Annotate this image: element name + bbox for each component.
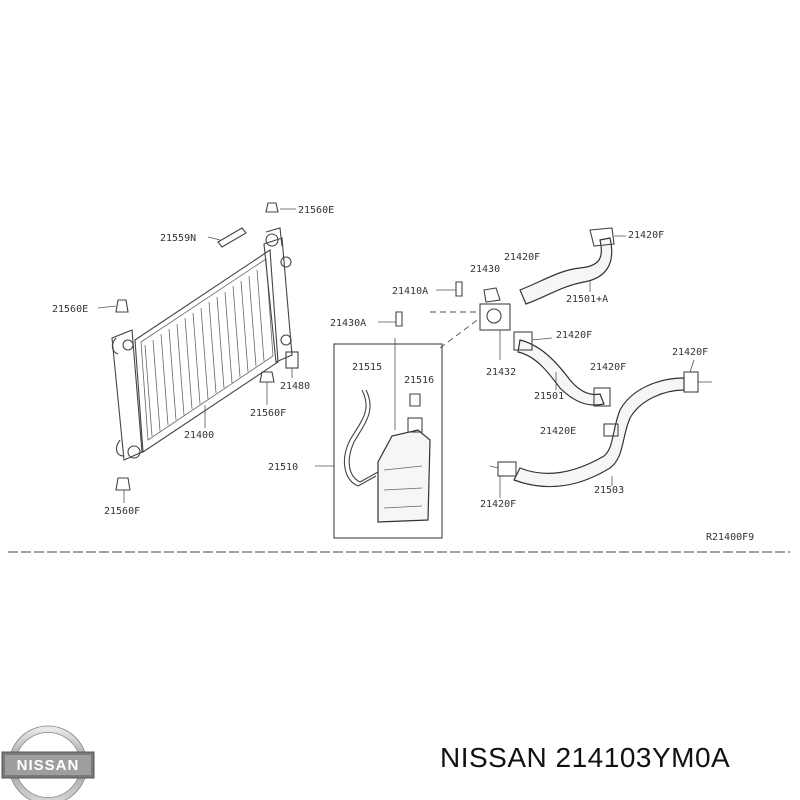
label-21420f-c: 21420F xyxy=(556,330,592,341)
label-21420f-b: 21420F xyxy=(504,252,540,263)
label-21503: 21503 xyxy=(594,485,624,496)
label-21516: 21516 xyxy=(404,375,434,386)
bypass-hose-21503 xyxy=(489,359,712,498)
label-21432: 21432 xyxy=(486,367,516,378)
label-21400: 21400 xyxy=(184,430,214,441)
bushing-21560f-bot-icon xyxy=(115,477,131,503)
reservoir-group xyxy=(315,338,443,539)
upper-hose-21501a xyxy=(519,227,626,305)
label-21410a: 21410A xyxy=(392,286,428,297)
label-21515: 21515 xyxy=(352,362,382,373)
thermostat-housing xyxy=(378,281,511,360)
label-21560f-bot: 21560F xyxy=(104,506,140,517)
label-21420f-e: 21420F xyxy=(672,347,708,358)
label-21560e-left: 21560E xyxy=(52,304,88,315)
label-21560e-top: 21560E xyxy=(298,205,334,216)
label-21501: 21501 xyxy=(534,391,564,402)
label-21501a: 21501+A xyxy=(566,294,608,305)
bushing-21560f-mid-icon xyxy=(259,371,275,405)
bushing-21560e-left-icon xyxy=(97,299,129,313)
label-21420f-a: 21420F xyxy=(628,230,664,241)
label-21430a: 21430A xyxy=(330,318,366,329)
label-21510: 21510 xyxy=(268,462,298,473)
label-21420f-d: 21420F xyxy=(590,362,626,373)
nissan-logo-text: NISSAN xyxy=(17,757,80,774)
lower-hose-21501 xyxy=(513,331,611,407)
label-21420e: 21420E xyxy=(540,426,576,437)
mount-21480-icon xyxy=(285,351,299,378)
label-21420f-f: 21420F xyxy=(480,499,516,510)
part-number-caption: NISSAN 214103YM0A xyxy=(440,742,731,773)
nissan-logo: NISSAN xyxy=(1,725,95,800)
radiator xyxy=(111,227,293,461)
clip-21560e-top-icon xyxy=(265,202,296,213)
diagram-code: R21400F9 xyxy=(706,532,754,543)
label-21559n: 21559N xyxy=(160,233,196,244)
label-21480: 21480 xyxy=(280,381,310,392)
label-21560f-mid: 21560F xyxy=(250,408,286,419)
seal-strip-21559n-icon xyxy=(207,227,247,248)
label-21430: 21430 xyxy=(470,264,500,275)
